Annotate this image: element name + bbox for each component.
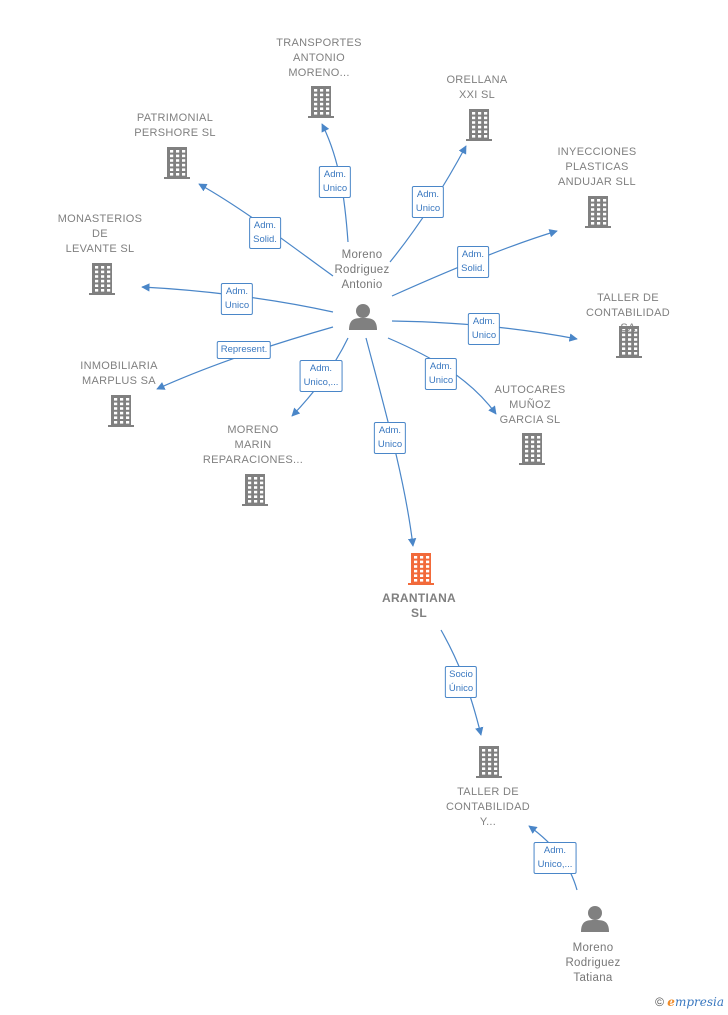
building-icon[interactable]	[476, 746, 502, 778]
edge-label-arantiana[interactable]: Adm. Unico	[373, 422, 407, 454]
building-icon[interactable]	[164, 147, 190, 179]
node-label-orellana[interactable]: ORELLANA XXI SL	[446, 74, 508, 101]
edge-label-taller_sa[interactable]: Adm. Unico	[467, 313, 501, 345]
edge-label-inmobiliaria[interactable]: Represent.	[216, 341, 272, 359]
node-label-taller_sa[interactable]: TALLER DE CONTABILIDAD SA	[585, 292, 671, 334]
copyright-symbol: ©	[655, 995, 664, 1009]
building-icon[interactable]	[308, 86, 334, 118]
person-icon[interactable]	[581, 906, 609, 932]
edge-label-autocares[interactable]: Adm. Unico	[424, 358, 458, 390]
node-label-moreno_marin[interactable]: MORENO MARIN REPARACIONES...	[202, 424, 304, 466]
empresia-logo: empresia	[667, 995, 724, 1009]
building-icon[interactable]	[616, 326, 642, 358]
building-icon[interactable]	[585, 196, 611, 228]
edge-label-taller_y[interactable]: Socio Único	[444, 666, 478, 698]
node-label-antonio[interactable]: Moreno Rodriguez Antonio	[334, 249, 390, 291]
edge-label-taller_y[interactable]: Adm. Unico,...	[533, 842, 577, 874]
edge-label-monasterios[interactable]: Adm. Unico	[220, 283, 254, 315]
node-label-arantiana[interactable]: ARANTIANA SL	[381, 591, 457, 620]
node-label-transportes[interactable]: TRANSPORTES ANTONIO MORENO...	[276, 37, 362, 79]
footer-brand[interactable]: © empresia	[655, 995, 724, 1009]
building-icon[interactable]	[89, 263, 115, 295]
node-label-tatiana[interactable]: Moreno Rodriguez Tatiana	[565, 942, 621, 984]
building-icon[interactable]	[519, 433, 545, 465]
edge-label-patrimonial[interactable]: Adm. Solid.	[249, 217, 281, 249]
node-label-inyecciones[interactable]: INYECCIONES PLASTICAS ANDUJAR SLL	[557, 146, 637, 188]
node-label-autocares[interactable]: AUTOCARES MUÑOZ GARCIA SL	[494, 384, 566, 426]
person-icon[interactable]	[349, 304, 377, 330]
edge-label-inyecciones[interactable]: Adm. Solid.	[457, 246, 489, 278]
edge-label-transportes[interactable]: Adm. Unico	[318, 166, 352, 198]
building-icon[interactable]	[408, 553, 434, 585]
node-label-patrimonial[interactable]: PATRIMONIAL PERSHORE SL	[134, 112, 216, 139]
node-label-inmobiliaria[interactable]: INMOBILIARIA MARPLUS SA	[80, 360, 158, 387]
edge-label-orellana[interactable]: Adm. Unico	[411, 186, 445, 218]
building-icon[interactable]	[466, 109, 492, 141]
edge-label-moreno_marin[interactable]: Adm. Unico,...	[299, 360, 343, 392]
building-icon[interactable]	[242, 474, 268, 506]
node-label-taller_y[interactable]: TALLER DE CONTABILIDAD Y...	[445, 786, 531, 828]
building-icon[interactable]	[108, 395, 134, 427]
node-label-monasterios[interactable]: MONASTERIOS DE LEVANTE SL	[57, 213, 143, 255]
